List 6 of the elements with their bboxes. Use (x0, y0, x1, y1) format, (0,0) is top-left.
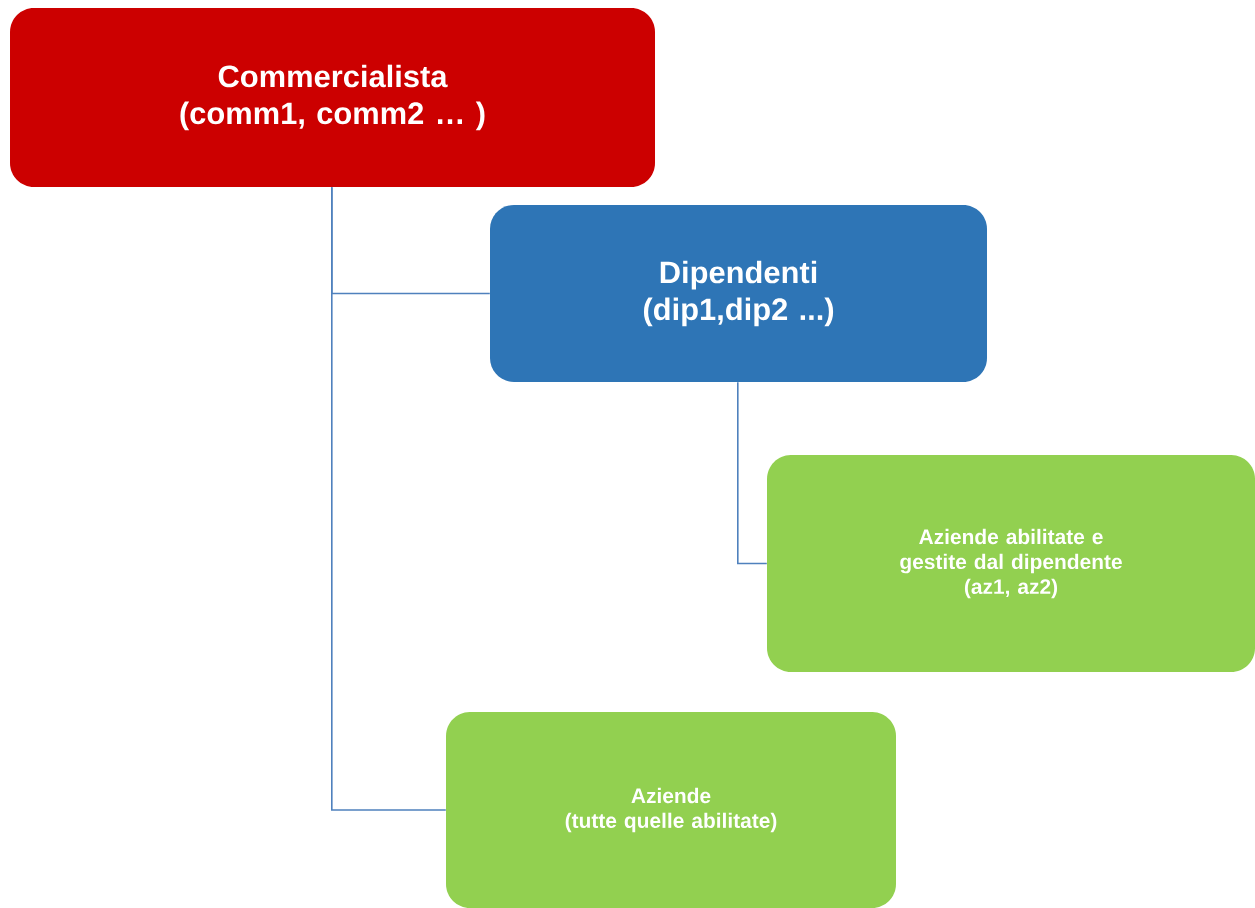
connector-line (331, 186, 447, 811)
role-box: Commercialista (comm1, comm2 … ) (10, 8, 655, 187)
connector-line (737, 381, 768, 565)
company-box: Aziende (tutte quelle abilitate) (446, 712, 896, 908)
company-box: Aziende abilitate e gestite dal dipendente (az1, az2) (767, 455, 1255, 672)
role-box: Dipendenti (dip1,dip2 ...) (490, 205, 987, 382)
